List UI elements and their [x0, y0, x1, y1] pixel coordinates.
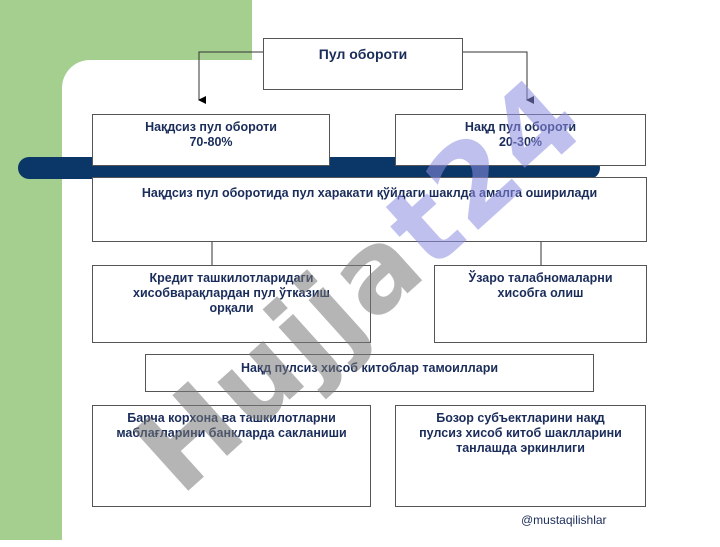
footer-credit[interactable]: @mustaqilishlar [521, 513, 607, 527]
connector-title-to-cash [463, 51, 534, 104]
cash-label: Нақд пул обороти [464, 120, 577, 134]
bank-storage-line2: маблағларини банкларда сакланиши [116, 426, 347, 440]
credit-transfer-line2: хисобварақлардан пул ўтказиш [133, 286, 330, 300]
market-freedom-line1: Бозор субъектларини нақд [436, 411, 605, 425]
market-freedom-line3: танлашда эркинлиги [456, 441, 585, 455]
noncash-forms-box: Нақдсиз пул оборотида пул харакати қўйда… [92, 177, 647, 242]
noncash-label: Нақдсиз пул обороти [145, 120, 277, 134]
mutual-claims-box: Ўзаро талабномаларни хисобга олиш [434, 265, 647, 343]
cash-share: 20-30% [498, 135, 543, 149]
bank-storage-box: Барча корхона ва ташкилотларни маблағлар… [92, 405, 371, 507]
principles-box: Нақд пулсиз хисоб китоблар тамоиллари [145, 354, 594, 392]
money-turnover-title-box: Пул обороти [263, 38, 463, 90]
bank-storage-line1: Барча корхона ва ташкилотларни [127, 411, 336, 425]
credit-transfer-box: Кредит ташкилотларидаги хисобварақлардан… [92, 265, 371, 343]
mutual-claims-line2: хисобга олиш [497, 286, 584, 300]
title-text: Пул обороти [318, 46, 408, 62]
market-freedom-box: Бозор субъектларини нақд пулсиз хисоб ки… [395, 405, 646, 507]
noncash-share: 70-80% [189, 135, 233, 149]
connector-title-to-noncash [198, 51, 263, 104]
noncash-forms-text: Нақдсиз пул оборотида пул харакати қўйда… [141, 186, 598, 200]
credit-transfer-line3: орқали [209, 301, 254, 315]
cash-turnover-box: Нақд пул обороти 20-30% [395, 114, 646, 166]
mutual-claims-line1: Ўзаро талабномаларни [468, 271, 613, 285]
credit-transfer-line1: Кредит ташкилотларидаги [149, 271, 314, 285]
principles-text: Нақд пулсиз хисоб китоблар тамоиллари [240, 361, 499, 375]
noncash-turnover-box: Нақдсиз пул обороти 70-80% [92, 114, 330, 166]
market-freedom-line2: пулсиз хисоб китоб шаклларини [419, 426, 622, 440]
